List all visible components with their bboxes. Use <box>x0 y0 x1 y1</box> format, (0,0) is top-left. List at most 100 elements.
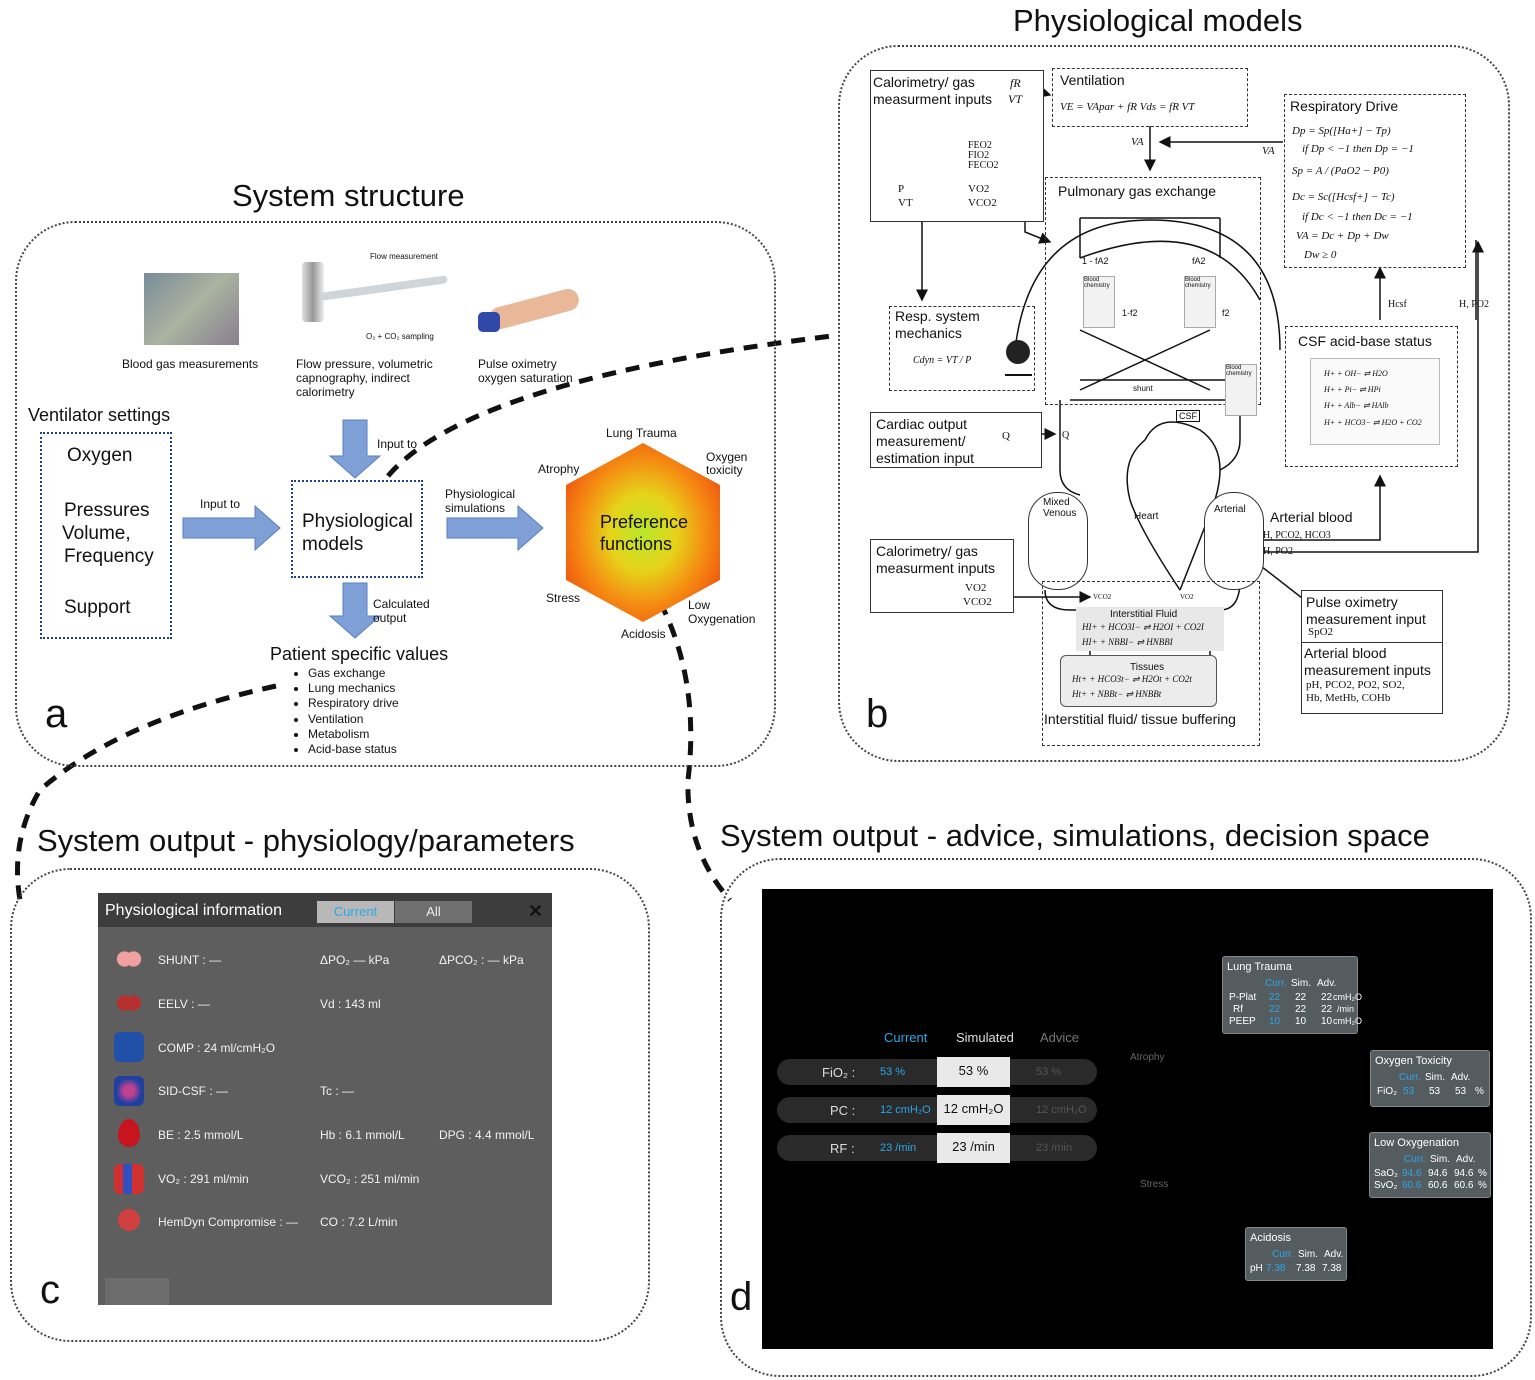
lo-r2-1: 60.6 <box>1402 1180 1422 1191</box>
csf-small-label: CSF <box>1176 410 1200 422</box>
tis-eq-1: Ht+ + HCO3t− ⇌ H2Ot + CO2t <box>1072 674 1192 684</box>
fio2: FIO2 <box>968 150 990 161</box>
art-input-2: measurement inputs <box>1304 662 1431 678</box>
shunt-label: shunt <box>1133 384 1153 393</box>
ac-r1-3: 7.38 <box>1322 1263 1342 1274</box>
cardiac-output-box <box>870 412 1042 468</box>
lt-r2-1: 22 <box>1269 1004 1281 1015</box>
fio2-simulated[interactable]: 53 % <box>937 1057 1010 1087</box>
q2-symbol: Q <box>1062 430 1070 441</box>
tab-current[interactable]: Current <box>317 901 394 923</box>
h-po2-label: H, PO2 <box>1459 299 1490 310</box>
lt-r2-3: 22 <box>1321 1004 1333 1015</box>
brain-icon <box>114 1076 144 1106</box>
respiratory-drive-box <box>1284 94 1466 268</box>
letter-b: b <box>866 692 889 736</box>
flow-pressure-label-3: calorimetry <box>296 385 355 399</box>
blood-chem-3: Blood chemistry <box>1225 364 1257 416</box>
row-3-col-1: COMP : 24 ml/cmH₂O <box>158 1041 276 1055</box>
fr-symbol: fR <box>1010 76 1021 90</box>
vt2-symbol: VT <box>898 197 913 209</box>
drive-eq-4: Dc = Sc([Hcsf+] − Tc) <box>1292 191 1395 203</box>
pulmonary-gas-label: Pulmonary gas exchange <box>1058 183 1216 199</box>
preference-label-1: Preference <box>600 512 689 532</box>
row-4-col-1: SID-CSF : — <box>158 1084 229 1098</box>
tis-eq-2: Ht+ + NBBt− ⇌ HNBBt <box>1072 689 1162 699</box>
hex-lung-trauma: Lung Trauma <box>606 426 677 440</box>
physiological-models-box <box>291 480 423 578</box>
tissues-label: Tissues <box>1130 662 1165 673</box>
lungs-scan-icon <box>114 1032 144 1062</box>
ac-h3: Adv. <box>1324 1249 1344 1260</box>
close-icon[interactable]: ✕ <box>528 901 544 921</box>
acidosis-tooltip: Acidosis Curr. Sim. Adv. pH 7.38 7.38 7.… <box>1245 1227 1347 1281</box>
lt-r2-4: /min <box>1337 1004 1355 1014</box>
title-system-structure: System structure <box>232 178 465 213</box>
input-to-label-1: Input to <box>377 437 418 451</box>
ventilation-label: Ventilation <box>1060 72 1125 88</box>
title-physiological-models: Physiological models <box>1013 3 1303 38</box>
lt-h2: Sim. <box>1291 978 1311 989</box>
vo2-top: VO2 <box>968 183 990 195</box>
lt-r1-4: cmH₂O <box>1333 992 1362 1002</box>
flow-sensor-photo <box>300 262 448 322</box>
drive-eq-1: Dp = Sp([Ha+] − Tp) <box>1292 125 1391 137</box>
pulmonary-gas-box <box>1045 177 1261 405</box>
pulse-ox-label-2: oxygen saturation <box>478 371 573 385</box>
window-title: Physiological information <box>105 902 282 919</box>
panel-c-border <box>10 868 650 1342</box>
hex-stress: Stress <box>546 591 581 605</box>
header-advice: Advice <box>1040 1030 1080 1045</box>
blood-chem-1: Blood chemistry <box>1083 276 1115 328</box>
phys-sim-label-2: simulations <box>445 501 506 515</box>
mixed-2: Venous <box>1043 508 1077 519</box>
h-pco2-label: H, PCO2, HCO3 <box>1263 530 1331 541</box>
lo-r1-3: 94.6 <box>1454 1168 1474 1179</box>
lt-r3-2: 10 <box>1295 1016 1307 1027</box>
ventilation-equation: VE = VApar + fR Vds = fR VT <box>1060 101 1195 113</box>
bottom-tab[interactable] <box>105 1278 169 1305</box>
setting-volume: Volume, <box>62 523 131 544</box>
arterial-input-box <box>1301 642 1443 714</box>
lt-r1-1: 22 <box>1269 992 1281 1003</box>
pc-label: PC : <box>830 1103 856 1118</box>
decision-space-window: Current Simulated Advice FiO₂ : 53 % 53 … <box>762 889 1493 1349</box>
f2-right: f2 <box>1222 308 1230 318</box>
calorimetry-top-box <box>870 70 1044 222</box>
lt-r2-2: 22 <box>1295 1004 1307 1015</box>
cardiac-1: Cardiac output <box>876 416 968 432</box>
mixed-venous-sac <box>1028 492 1088 590</box>
h-po2-2-label: H, PO2 <box>1263 546 1294 557</box>
lo-h1: Curr. <box>1404 1154 1426 1165</box>
letter-a: a <box>45 692 68 736</box>
patient-values-heading: Patient specific values <box>270 644 449 664</box>
header-simulated: Simulated <box>956 1030 1014 1045</box>
lo-r1-4: % <box>1478 1168 1487 1179</box>
lt-r1-2: 22 <box>1295 992 1307 1003</box>
blood-chem-2: Blood chemistry <box>1184 276 1216 328</box>
pc-simulated[interactable]: 12 cmH₂O <box>937 1095 1010 1125</box>
arrow-down-input <box>328 419 382 479</box>
calc-output-label-1: Calculated <box>373 597 430 611</box>
lt-r1-3: 22 <box>1321 992 1333 1003</box>
vco2-top: VCO2 <box>968 197 997 209</box>
setting-frequency: Frequency <box>64 546 154 567</box>
arrow-right-sim <box>446 504 544 552</box>
csf-eq-2: H+ + Pi− ⇌ HPi <box>1324 385 1381 394</box>
pc-current: 12 cmH₂O <box>880 1104 931 1116</box>
preference-hexagon <box>566 443 720 622</box>
heart-label: Heart <box>1134 511 1159 522</box>
resp-mechanics-2: mechanics <box>895 325 962 341</box>
tab-all[interactable]: All <box>395 901 472 923</box>
rf-simulated[interactable]: 23 /min <box>937 1133 1010 1163</box>
phys-models-line-2: models <box>302 534 364 555</box>
lo-r2-2: 60.6 <box>1428 1180 1448 1191</box>
heart-icon <box>118 1209 140 1231</box>
hex-low-1: Low <box>688 598 711 612</box>
art-input-3: pH, PCO2, PO2, SO2, <box>1306 679 1405 691</box>
pulse-input-1: Pulse oximetry <box>1306 594 1398 610</box>
phys-sim-label-1: Physiological <box>445 487 516 501</box>
ot-r1-3: 53 <box>1455 1086 1467 1097</box>
arterial-sac <box>1204 492 1264 590</box>
list-item: Lung mechanics <box>308 681 399 696</box>
